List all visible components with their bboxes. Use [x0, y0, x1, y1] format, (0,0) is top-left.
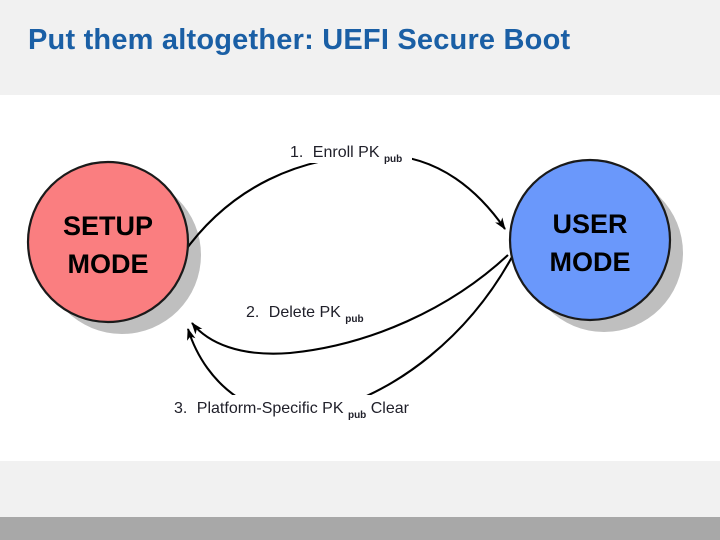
page-title: Put them altogether: UEFI Secure Boot — [28, 24, 571, 56]
setup-mode-label-line1: SETUP — [63, 211, 153, 241]
setup-mode-label-line2: MODE — [68, 249, 149, 279]
edge-enroll-text: Enroll PK — [313, 144, 380, 161]
user-mode-label-line2: MODE — [550, 247, 631, 277]
user-mode-circle — [508, 158, 672, 322]
edge-label-delete: 2. Delete PK pub — [240, 299, 364, 325]
edge-label-platform-clear: 3. Platform-Specific PK pub Clear — [168, 395, 446, 422]
edge-platform-clear-number: 3. — [174, 400, 187, 417]
user-mode-label-line1: USER — [552, 209, 627, 239]
node-setup-mode: SETUP MODE — [26, 160, 190, 324]
edge-label-delete-text: 2. Delete PK pub — [246, 304, 364, 325]
setup-mode-circle — [26, 160, 190, 324]
edge-platform-clear-subscript: pub — [348, 410, 366, 421]
uefi-secure-boot-state-diagram: SETUP MODE USER MODE 1. Enroll PK pub — [26, 139, 683, 422]
edge-delete-number: 2. — [246, 304, 259, 321]
edge-label-enroll-text: 1. Enroll PK pub — [290, 144, 402, 165]
edge-delete-subscript: pub — [345, 314, 363, 325]
slide-content-area: SETUP MODE USER MODE 1. Enroll PK pub — [0, 95, 720, 461]
node-user-mode: USER MODE — [508, 158, 672, 322]
slide-header-band — [0, 0, 720, 95]
slide-footer-band-dark — [0, 517, 720, 540]
edge-label-enroll: 1. Enroll PK pub — [284, 139, 412, 165]
edge-label-platform-clear-text: 3. Platform-Specific PK pub Clear — [174, 400, 410, 422]
edge-enroll-subscript: pub — [384, 154, 402, 165]
edge-platform-clear-suffix: Clear — [371, 400, 410, 417]
edge-platform-clear-text: Platform-Specific PK — [197, 400, 344, 417]
edge-delete-text: Delete PK — [269, 304, 341, 321]
edge-delete-path — [191, 254, 509, 355]
edge-enroll-number: 1. — [290, 144, 303, 161]
edge-enroll-path — [181, 153, 506, 256]
slide-footer-band-light — [0, 461, 720, 517]
edge-platform-clear-path — [186, 256, 513, 417]
